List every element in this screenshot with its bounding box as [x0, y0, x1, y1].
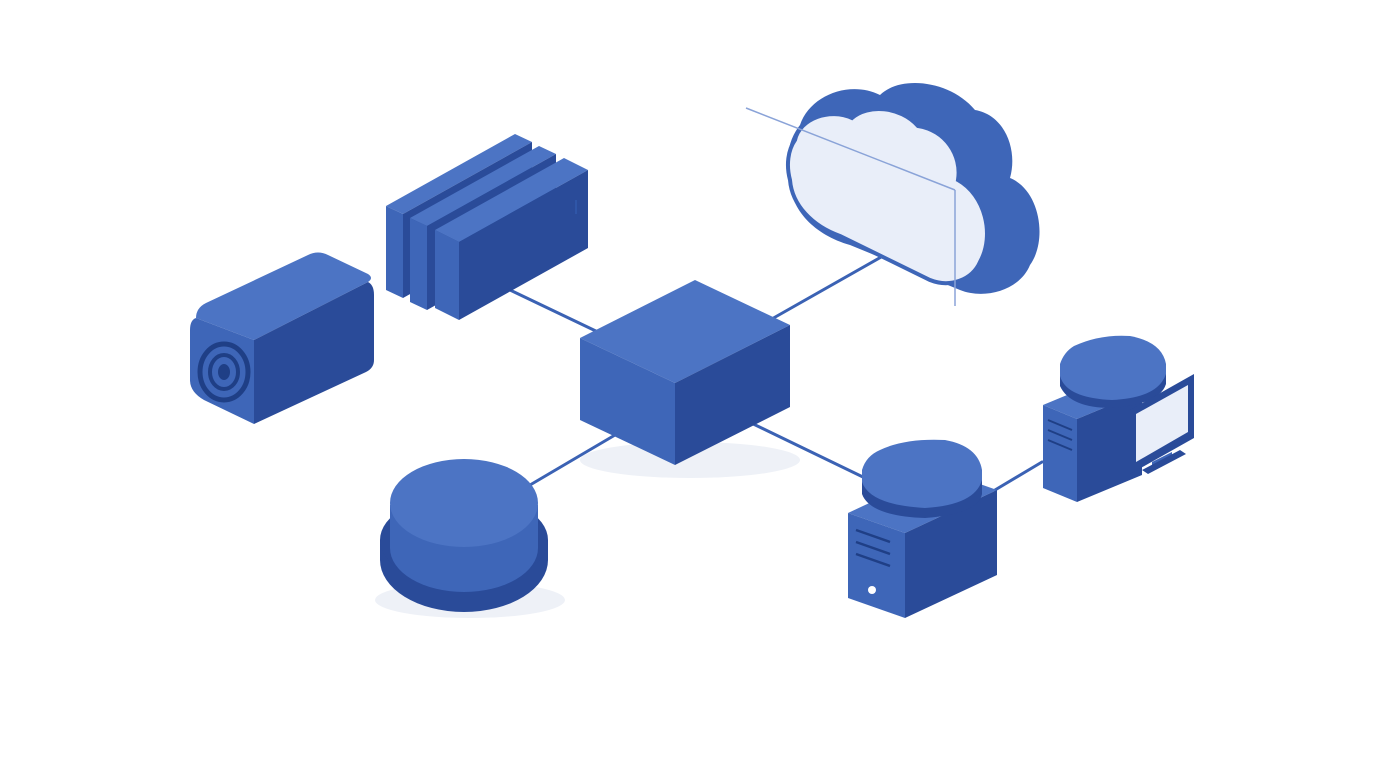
link-hub-server [743, 418, 867, 480]
hub-shadow [580, 442, 800, 478]
server-side-face [905, 490, 997, 618]
cloud-icon [745, 83, 1040, 306]
hub-top-face [580, 280, 790, 383]
camera-lens-mid [208, 353, 240, 391]
slab3-top [435, 158, 588, 242]
storage-array-node[interactable] [386, 134, 588, 320]
link-hub-storage [508, 288, 602, 335]
db-top [390, 459, 538, 547]
storage-array-icon [386, 134, 588, 320]
camera-lens-core [218, 364, 230, 380]
server-slot-2 [855, 540, 891, 556]
server-tower-node[interactable] [848, 439, 997, 618]
hub-side-face [675, 325, 790, 465]
link-hub-database [528, 433, 617, 487]
ws-slot-2 [1047, 429, 1073, 441]
monitor-base [1142, 450, 1186, 474]
switch-box-icon [580, 280, 800, 478]
camera-top-face [196, 252, 371, 340]
server-cap-top [862, 439, 982, 508]
link-server-workstation [993, 460, 1044, 492]
cloud-node[interactable] [745, 83, 1040, 306]
server-front-face [848, 513, 905, 618]
database-cylinder-icon [375, 459, 565, 618]
server-slot-3 [855, 552, 891, 568]
central-hub-node[interactable] [580, 280, 800, 478]
ws-tower-front [1043, 405, 1077, 502]
desktop-workstation-icon [1043, 335, 1194, 502]
security-camera-icon [190, 252, 374, 424]
server-tower-icon [848, 439, 997, 618]
link-hub-cloud [768, 250, 892, 322]
database-node[interactable] [375, 459, 565, 618]
slab3-front [435, 230, 459, 320]
cloud-glass-edge [745, 107, 956, 191]
slab2-front [410, 218, 427, 310]
links-layer [508, 250, 1044, 492]
slab1-front [386, 206, 403, 298]
slab1-top [386, 134, 532, 214]
slab2-top [410, 146, 556, 226]
monitor-screen [1136, 385, 1188, 462]
workstation-node[interactable] [1043, 335, 1194, 502]
cloud-front-glass [785, 106, 989, 286]
slab3-side [459, 170, 588, 320]
server-slot-1 [855, 528, 891, 544]
ws-slot-3 [1047, 439, 1073, 451]
ws-slot-1 [1047, 419, 1073, 431]
camera-lens-outer [197, 341, 251, 403]
ws-cap-top [1060, 335, 1166, 400]
camera-side-face [254, 282, 374, 424]
hub-front-face [580, 338, 675, 465]
camera-node[interactable] [190, 252, 374, 425]
server-power-led [868, 586, 876, 594]
ws-tower-side [1077, 392, 1142, 502]
